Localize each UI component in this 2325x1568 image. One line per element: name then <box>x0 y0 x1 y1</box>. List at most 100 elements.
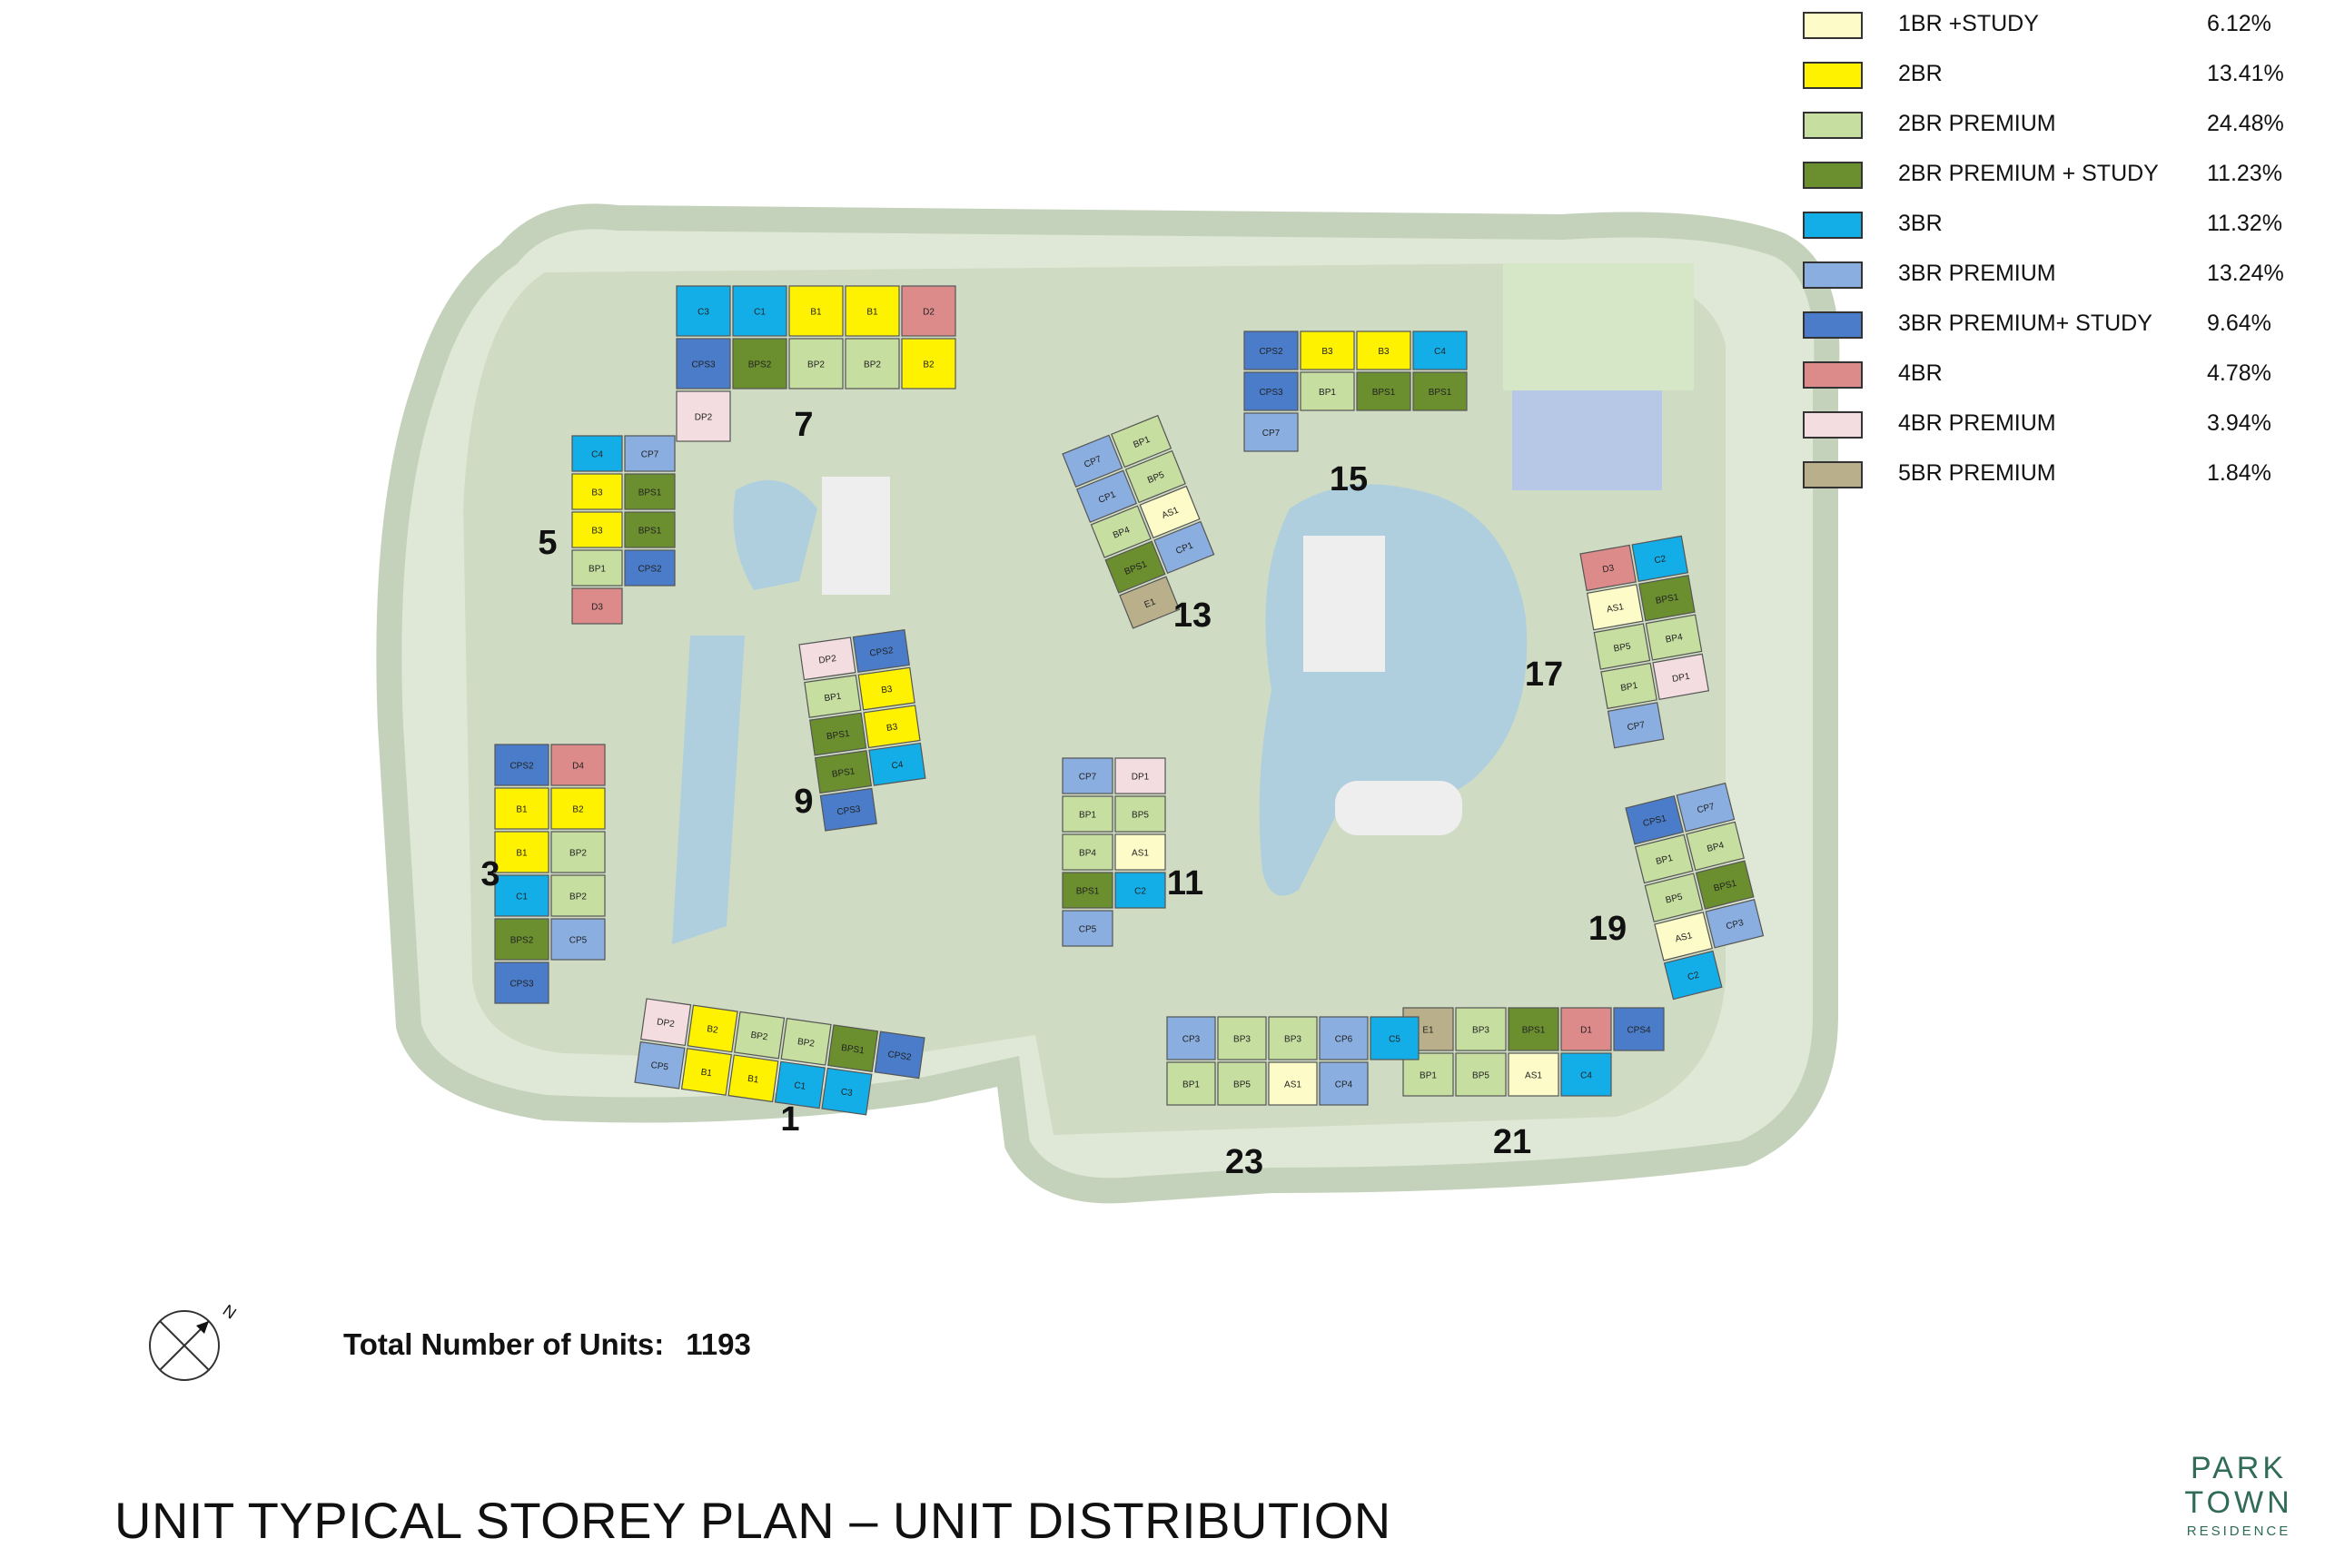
unit-label: CPS2 <box>869 646 895 659</box>
unit-CP7 <box>1062 434 1123 488</box>
total-units: Total Number of Units:1193 <box>343 1327 751 1362</box>
unit-label: B1 <box>516 805 528 815</box>
unit-label: CP3 <box>1725 918 1745 932</box>
unit-label: CPS3 <box>1259 388 1283 398</box>
unit-D4 <box>550 744 606 786</box>
unit-AS1 <box>1586 584 1644 631</box>
legend-swatch <box>1803 261 1863 289</box>
legend-swatch <box>1803 12 1863 39</box>
unit-CP1 <box>1075 469 1138 523</box>
unit-DP1 <box>1114 757 1166 794</box>
unit-B3 <box>571 511 623 548</box>
unit-label: BPS1 <box>1076 887 1100 897</box>
block-number: 1 <box>780 1100 799 1139</box>
unit-label: BP2 <box>569 892 587 902</box>
unit-C4 <box>571 435 623 472</box>
unit-CPS2 <box>874 1031 925 1080</box>
unit-label: BP1 <box>1079 811 1096 821</box>
unit-label: B2 <box>707 1024 719 1036</box>
unit-label: BPS1 <box>638 488 662 498</box>
unit-D2 <box>901 285 956 337</box>
unit-label: CP7 <box>1697 802 1717 815</box>
legend-percent: 13.24% <box>2207 261 2284 286</box>
unit-B1 <box>727 1054 779 1103</box>
legend-label: 5BR PREMIUM <box>1898 460 2056 486</box>
unit-C3 <box>676 285 731 337</box>
unit-label: B3 <box>1321 347 1333 357</box>
unit-label: C3 <box>840 1087 854 1099</box>
unit-BP1 <box>1300 371 1355 411</box>
unit-label: BP3 <box>1233 1035 1251 1045</box>
unit-label: BP3 <box>1284 1035 1301 1045</box>
unit-BPS1 <box>1062 872 1113 909</box>
compass-letter: N <box>220 1301 240 1323</box>
unit-label: BP5 <box>1613 641 1632 654</box>
unit-label: CP7 <box>1627 720 1646 733</box>
legend-percent: 4.78% <box>2207 360 2271 386</box>
unit-label: CPS4 <box>1627 1026 1651 1036</box>
legend-label: 3BR PREMIUM+ STUDY <box>1898 311 2152 336</box>
unit-C4 <box>1560 1052 1612 1097</box>
unit-BPS1 <box>624 473 676 510</box>
unit-label: BP1 <box>1319 388 1336 398</box>
unit-label: BP4 <box>1079 849 1096 859</box>
unit-label: BPS2 <box>748 360 772 370</box>
unit-label: BPS1 <box>826 729 850 743</box>
unit-BP5 <box>1124 449 1186 504</box>
legend-swatch <box>1803 311 1863 339</box>
unit-label: BP2 <box>569 849 587 859</box>
unit-BP1 <box>1166 1061 1216 1106</box>
unit-BPS1 <box>827 1024 879 1073</box>
unit-label: C2 <box>1687 970 1700 982</box>
unit-BP5 <box>1644 873 1704 922</box>
unit-BPS1 <box>624 511 676 548</box>
unit-label: E1 <box>1422 1026 1434 1036</box>
unit-B2 <box>550 787 606 830</box>
unit-label: B1 <box>516 849 528 859</box>
unit-BPS1 <box>1695 860 1755 910</box>
unit-label: CP7 <box>641 450 659 460</box>
unit-label: D1 <box>1580 1026 1592 1036</box>
legend-label: 4BR <box>1898 360 1943 386</box>
unit-C4 <box>1412 330 1468 370</box>
unit-label: BP1 <box>1420 1071 1437 1081</box>
legend-swatch <box>1803 361 1863 389</box>
block-number: 11 <box>1167 864 1203 902</box>
unit-BPS1 <box>1412 371 1468 411</box>
unit-BP5 <box>1455 1052 1507 1097</box>
unit-DP1 <box>1652 653 1710 700</box>
unit-label: B3 <box>881 685 894 696</box>
unit-label: BP2 <box>796 1037 816 1050</box>
unit-C3 <box>821 1067 873 1116</box>
unit-E1 <box>1119 576 1181 629</box>
unit-label: B1 <box>700 1068 713 1080</box>
unit-BPS1 <box>1104 540 1166 594</box>
unit-label: AS1 <box>1525 1071 1542 1081</box>
unit-BPS2 <box>494 918 549 961</box>
unit-BP2 <box>788 338 844 390</box>
legend-label: 3BR <box>1898 211 1943 236</box>
unit-BPS1 <box>1508 1007 1559 1051</box>
unit-BPS1 <box>1638 575 1696 622</box>
north-arrow-icon: N <box>149 1301 240 1381</box>
logo-line-2: TOWN <box>2184 1485 2293 1520</box>
block-number: 5 <box>538 524 557 562</box>
legend-percent: 13.41% <box>2207 61 2284 86</box>
unit-B3 <box>1356 330 1411 370</box>
unit-label: B3 <box>591 527 603 537</box>
unit-label: C1 <box>516 892 528 902</box>
unit-BP1 <box>1600 662 1657 710</box>
unit-BP2 <box>734 1011 786 1060</box>
unit-AS1 <box>1508 1052 1559 1097</box>
unit-CPS3 <box>819 787 877 832</box>
unit-BP4 <box>1645 614 1703 661</box>
unit-CP7 <box>1062 757 1113 794</box>
legend-swatch <box>1803 162 1863 189</box>
